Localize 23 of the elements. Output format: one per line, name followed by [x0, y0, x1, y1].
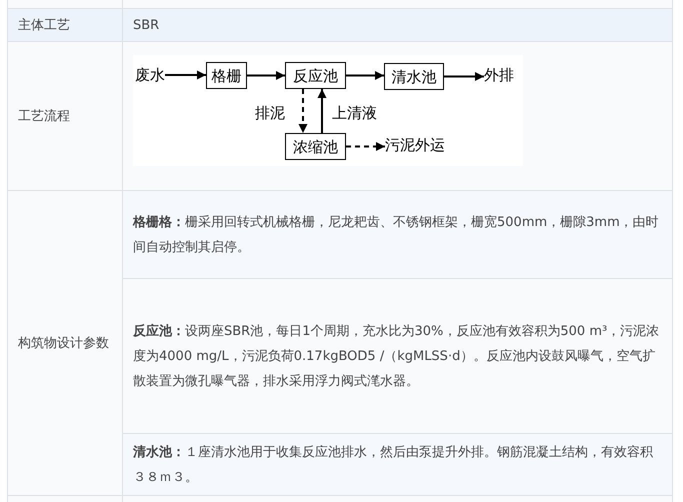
table-cell: 工艺流程: [7, 41, 123, 191]
table-cell: 构筑物设计参数: [7, 190, 123, 496]
flow-text: 外排: [484, 65, 514, 85]
flow-text: 废水: [135, 65, 165, 85]
table-cell: SBR: [122, 8, 673, 42]
arrow: [165, 70, 206, 80]
process-box: 浓缩池: [285, 133, 346, 160]
paragraph: 反应池：设两座SBR池，每日1个周期，充水比为30%，反应池有效容积为500 m³，污泥浓度为4000 mg/L，污泥负荷0.17kgBOD5 /（kgMLSS·d）。反应池内设鼓风曝气，空气扩散装置为微孔曝气器，排水采用浮力阀式滗水器。: [133, 322, 660, 390]
process-box: 格栅: [206, 62, 247, 89]
edge-label: 排泥: [255, 103, 285, 123]
arrow: [444, 72, 484, 81]
edge-label: 上清液: [332, 103, 377, 123]
process-box: 反应池: [285, 62, 346, 89]
arrow: [247, 71, 285, 80]
arrow: [346, 142, 385, 151]
table-cell: 主体工艺: [7, 8, 123, 42]
paragraph: 清水池：１座清水池用于收集反应池排水，然后由泵提升外排。钢筋混凝土结构，有效容积３８ｍ３。: [133, 444, 654, 486]
arrow: [298, 89, 308, 133]
arrow: [318, 89, 326, 133]
paragraph: 格栅格：栅采用回转式机械格栅，尼龙耙齿、不锈钢框架，栅宽500mm，栅隙3mm，由时间自动控制其启停。: [133, 214, 660, 256]
arrow: [346, 71, 384, 80]
process-box: 清水池: [384, 63, 444, 90]
flow-text: 污泥外运: [385, 135, 445, 155]
